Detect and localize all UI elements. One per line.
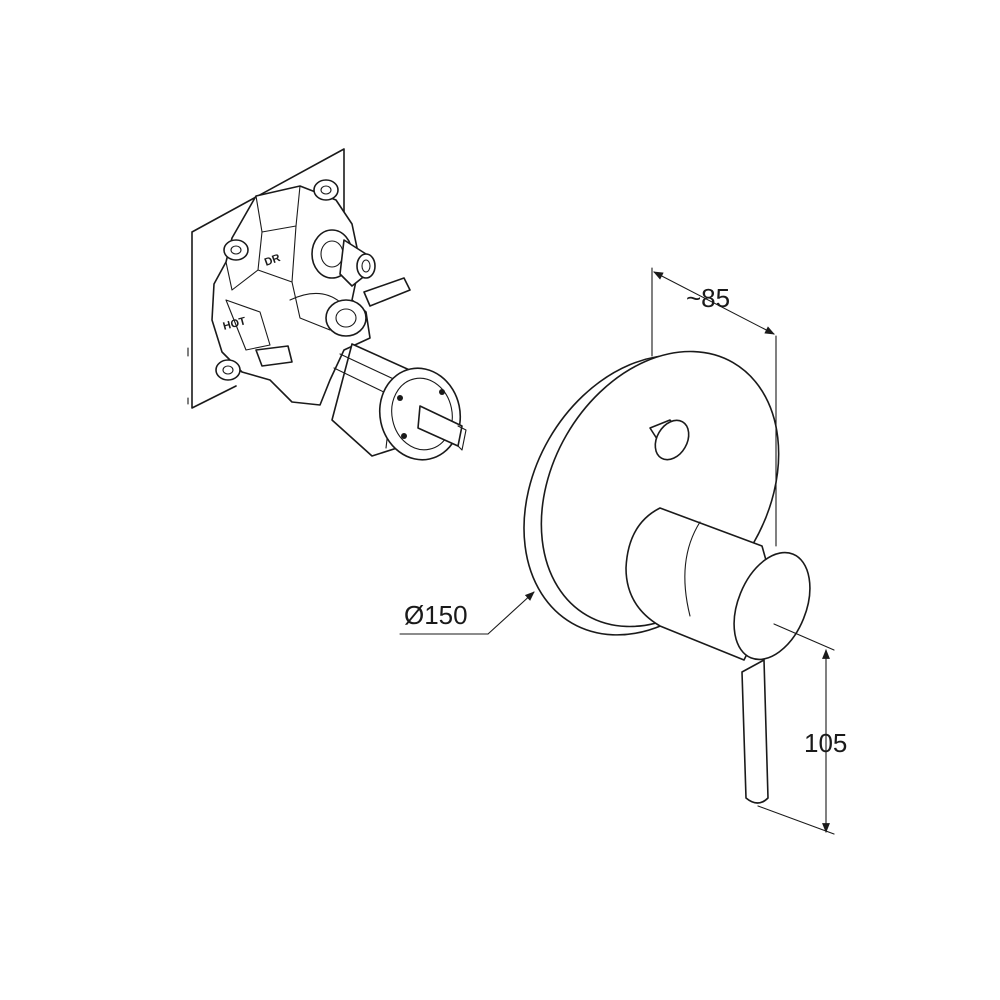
diverter-button: [649, 419, 690, 461]
mounting-lug: [215, 359, 241, 381]
dimension-depth: ~85: [651, 267, 777, 547]
lever-arm: [741, 659, 769, 804]
dimension-height-label: 105: [804, 728, 847, 758]
stamp-hot: HOT: [222, 315, 248, 333]
dimension-height: 105: [757, 623, 847, 835]
outlet-fitting: [339, 239, 376, 287]
cartridge: [331, 343, 467, 461]
trim-assembly: [523, 350, 811, 804]
dimension-depth-label: ~85: [686, 283, 730, 313]
mounting-lug: [223, 239, 249, 261]
dimension-diameter: Ø150: [399, 591, 535, 635]
dimension-diameter-label: Ø150: [404, 600, 468, 630]
mixer-handle: [625, 507, 811, 661]
inlet-stub-left: [255, 345, 293, 367]
inlet-stub-right: [363, 277, 411, 307]
concealed-valve-body: DR HOT: [187, 148, 467, 461]
stamp-dr: DR: [263, 252, 282, 269]
mounting-lug: [313, 179, 339, 201]
